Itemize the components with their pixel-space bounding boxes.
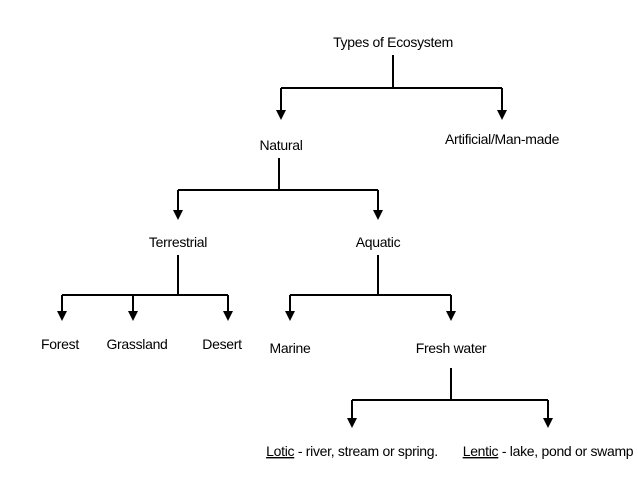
lotic-description: - river, stream or spring. xyxy=(294,443,438,459)
arrowhead-marine xyxy=(285,311,295,321)
arrowhead-aquatic xyxy=(373,210,383,220)
arrowhead-desert xyxy=(223,311,233,321)
arrowhead-forest xyxy=(57,311,67,321)
lentic-term: Lentic xyxy=(463,443,499,459)
arrowhead-lotic xyxy=(347,418,357,428)
node-forest: Forest xyxy=(41,336,79,352)
node-artificial-man-made: Artificial/Man-made xyxy=(445,131,560,147)
arrowhead-freshwater xyxy=(446,311,456,321)
node-lotic: Lotic - river, stream or spring. xyxy=(266,443,438,459)
lentic-description: - lake, pond or swamp xyxy=(498,443,634,459)
node-grassland: Grassland xyxy=(106,336,167,352)
node-lentic: Lentic - lake, pond or swamp xyxy=(463,443,634,459)
node-types-of-ecosystem: Types of Ecosystem xyxy=(333,34,453,50)
node-terrestrial: Terrestrial xyxy=(149,234,207,250)
node-natural: Natural xyxy=(259,137,302,153)
arrowhead-lentic xyxy=(543,418,553,428)
node-fresh-water: Fresh water xyxy=(416,340,487,356)
connectors xyxy=(57,55,553,428)
node-marine: Marine xyxy=(270,340,312,356)
arrowhead-artificial xyxy=(497,110,507,120)
arrowhead-natural xyxy=(276,110,286,120)
node-aquatic: Aquatic xyxy=(356,234,401,250)
lotic-term: Lotic xyxy=(266,443,294,459)
node-labels: Types of Ecosystem Natural Artificial/Ma… xyxy=(41,34,634,459)
node-desert: Desert xyxy=(202,336,242,352)
arrowhead-grassland xyxy=(128,311,138,321)
arrowhead-terrestrial xyxy=(173,210,183,220)
